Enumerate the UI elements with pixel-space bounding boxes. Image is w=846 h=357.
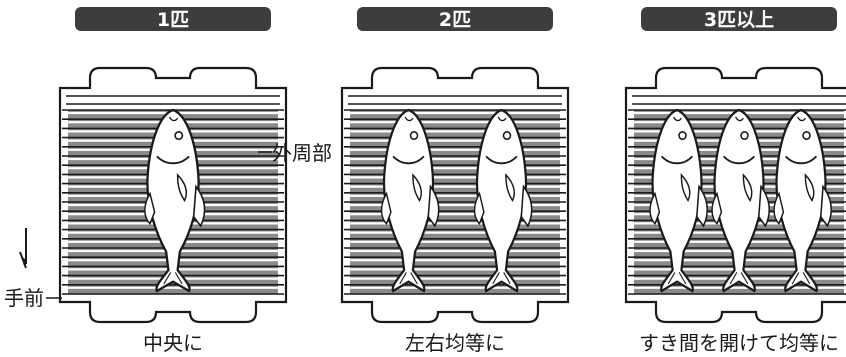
- count-badge: [641, 7, 837, 31]
- front-label: 手前: [4, 286, 44, 310]
- placement-caption: 左右均等に: [405, 331, 505, 355]
- count-badge-label: 3匹以上: [704, 9, 774, 31]
- count-badge: [357, 7, 553, 31]
- count-badge-label: 1匹: [157, 9, 189, 31]
- placement-caption: 中央に: [143, 331, 203, 355]
- count-badge-label: 2匹: [439, 9, 471, 31]
- front-direction-arrow-icon: [19, 228, 27, 269]
- outer-edge-label: 外周部: [272, 141, 332, 165]
- placement-caption: すき間を開けて均等に: [639, 331, 839, 355]
- count-badge: [75, 7, 271, 31]
